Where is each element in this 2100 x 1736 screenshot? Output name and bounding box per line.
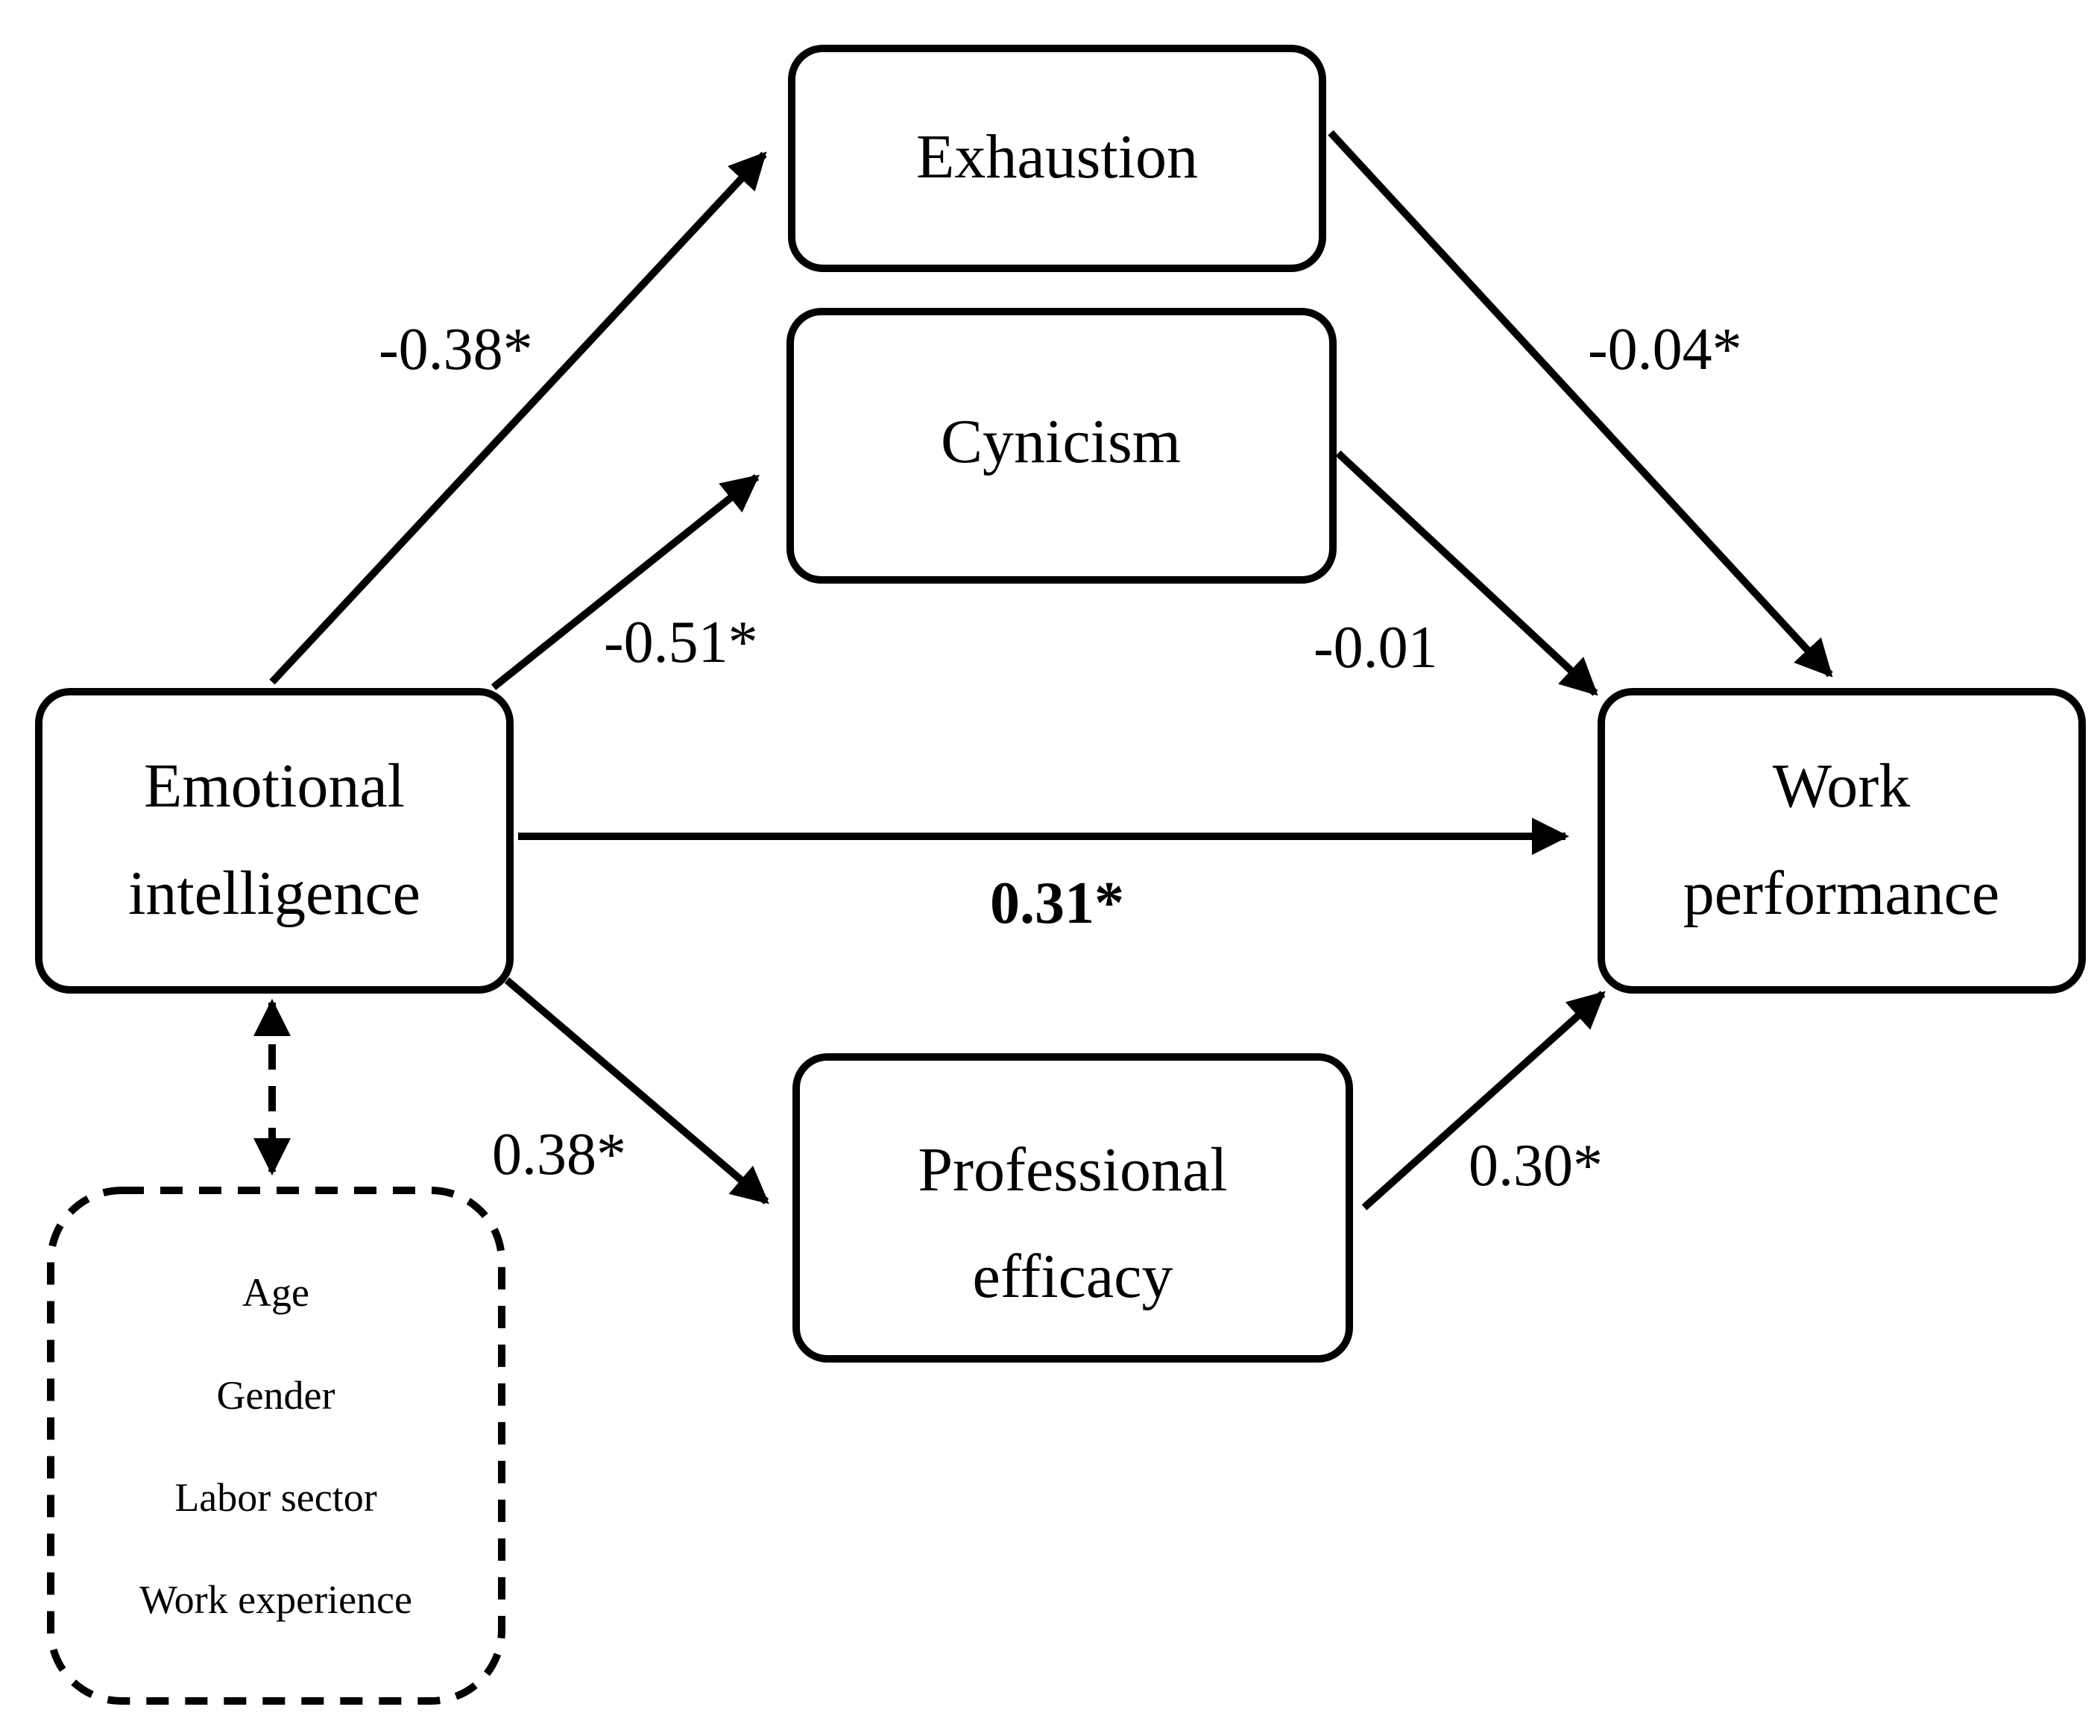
arrow-ei-to-cynicism bbox=[491, 474, 760, 690]
arrow-ei-to-exhaustion bbox=[269, 151, 767, 685]
node-professional-efficacy-line2: efficacy bbox=[973, 1242, 1173, 1311]
coef-professional-efficacy-to-work-performance: 0.30* bbox=[1469, 1133, 1603, 1199]
node-exhaustion-label: Exhaustion bbox=[916, 122, 1198, 192]
controls-box-outline bbox=[47, 1187, 505, 1705]
arrow-cynicism-to-work-performance bbox=[1335, 450, 1598, 696]
node-cynicism-label: Cynicism bbox=[941, 407, 1181, 476]
node-emotional-intelligence-box bbox=[35, 688, 514, 994]
node-professional-efficacy-box bbox=[792, 1053, 1353, 1363]
control-item: Gender bbox=[217, 1373, 335, 1418]
arrow-exhaustion-to-work-performance bbox=[1328, 130, 1833, 678]
arrow-professional-efficacy-to-work-performance bbox=[1361, 991, 1606, 1211]
coef-ei-to-work-performance: 0.31* bbox=[990, 871, 1124, 936]
coef-ei-to-exhaustion: -0.38* bbox=[379, 317, 533, 382]
edges bbox=[253, 130, 1833, 1211]
coef-cynicism-to-work-performance: -0.01 bbox=[1314, 615, 1438, 681]
control-item: Work experience bbox=[139, 1577, 412, 1622]
controls-box: Age Gender Labor sector Work experience bbox=[47, 1187, 505, 1705]
node-emotional-intelligence-line2: intelligence bbox=[128, 859, 420, 928]
node-cynicism: Cynicism bbox=[786, 308, 1337, 584]
node-exhaustion: Exhaustion bbox=[788, 45, 1326, 272]
coef-ei-to-cynicism: -0.51* bbox=[604, 610, 758, 675]
arrow-ei-to-professional-efficacy bbox=[504, 977, 769, 1205]
node-cynicism-box bbox=[786, 308, 1337, 584]
node-work-performance-line1: Work bbox=[1773, 751, 1911, 821]
node-work-performance-box bbox=[1598, 688, 2086, 994]
control-item: Age bbox=[242, 1270, 309, 1315]
node-work-performance-line2: performance bbox=[1683, 859, 1999, 928]
control-item: Labor sector bbox=[174, 1475, 376, 1520]
node-emotional-intelligence: Emotional intelligence bbox=[35, 688, 514, 994]
node-professional-efficacy-line1: Professional bbox=[918, 1135, 1227, 1205]
path-coefficients: -0.38* -0.51* 0.31* 0.38* -0.04* -0.01 0… bbox=[379, 317, 1742, 1199]
node-work-performance: Work performance bbox=[1598, 688, 2086, 994]
node-professional-efficacy: Professional efficacy bbox=[792, 1053, 1353, 1363]
coef-exhaustion-to-work-performance: -0.04* bbox=[1588, 317, 1742, 382]
coef-ei-to-professional-efficacy: 0.38* bbox=[492, 1122, 626, 1187]
node-emotional-intelligence-line1: Emotional bbox=[144, 751, 405, 821]
node-exhaustion-box bbox=[788, 45, 1326, 272]
